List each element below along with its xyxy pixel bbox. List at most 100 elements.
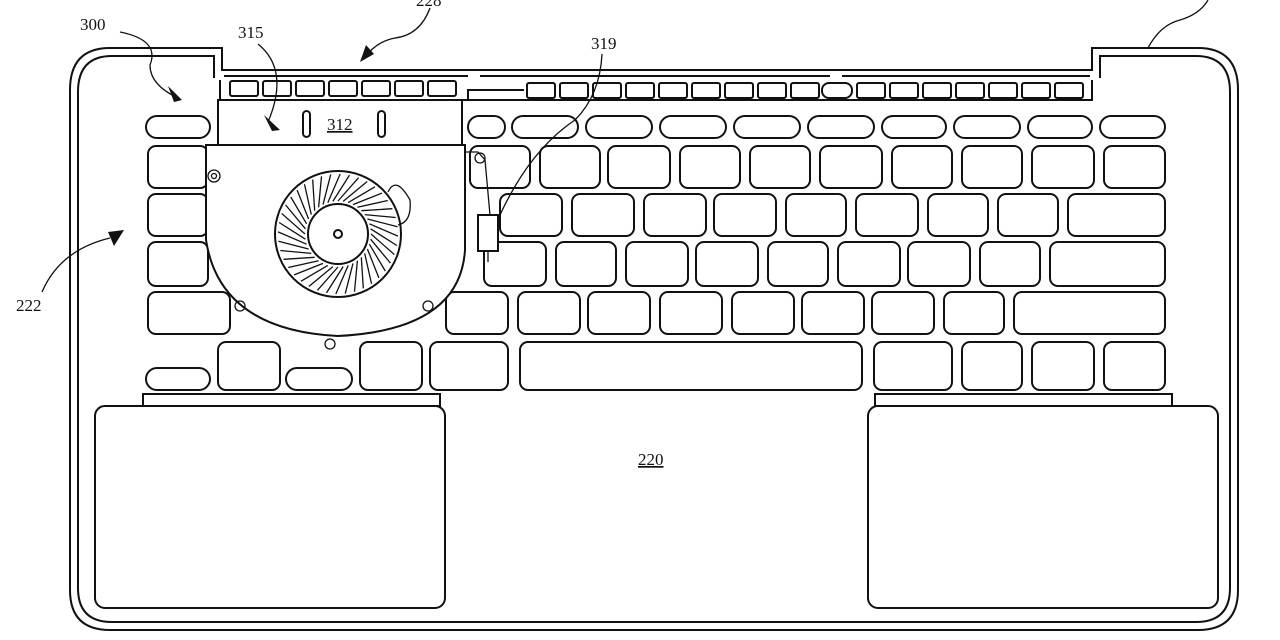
fan-blade [317, 176, 323, 208]
vent-slot [658, 82, 688, 99]
fan-blade [364, 253, 373, 284]
label-228: 228 [416, 0, 442, 10]
fan-hub [307, 203, 369, 265]
keyboard-key [1099, 115, 1166, 139]
vent-slot [821, 82, 853, 99]
fan-blade [325, 266, 344, 294]
screw-icon [474, 152, 486, 164]
keyboard-key [731, 291, 795, 335]
vent-slot [559, 82, 589, 99]
vent-slot [922, 82, 952, 99]
right-palm-pad [867, 405, 1219, 609]
keyboard-key [511, 115, 579, 139]
keyboard-key [961, 145, 1023, 189]
keyboard-key [801, 291, 865, 335]
keyboard-key [881, 115, 947, 139]
fan-blade [278, 240, 309, 250]
keyboard-key [359, 341, 423, 391]
keyboard-key [555, 241, 617, 287]
cable-connector [477, 214, 499, 252]
keyboard-key [679, 145, 741, 189]
fan-hub-center [333, 229, 343, 239]
keyboard-key [659, 115, 727, 139]
keyboard-key [1013, 291, 1166, 335]
fan-blade [370, 238, 391, 264]
label-312: 312 [327, 115, 353, 134]
keyboard-key [1031, 341, 1095, 391]
leader-319 [499, 53, 603, 216]
keyboard-key [873, 341, 953, 391]
keyboard-key [785, 193, 847, 237]
screw-icon [210, 172, 218, 180]
keyboard-key [539, 145, 601, 189]
fan-outlet-bump [387, 184, 411, 226]
fan-blade [277, 231, 307, 245]
fan-blade [342, 181, 368, 202]
keyboard-key [607, 145, 671, 189]
fan-blade [344, 263, 354, 294]
keyboard-key [571, 193, 635, 237]
screw-icon [234, 300, 246, 312]
fan-blade [285, 204, 306, 230]
vent-slot [394, 80, 424, 97]
fan-blade [278, 221, 306, 240]
fan-blade [308, 266, 334, 287]
keyboard-key [695, 241, 759, 287]
label-300: 300 [80, 15, 106, 34]
keyboard-key [467, 115, 506, 139]
fan-body [205, 144, 466, 338]
leader-228 [364, 7, 431, 59]
fan-blade [280, 249, 312, 255]
keyboard-key [1067, 193, 1166, 237]
keyboard-key [519, 341, 863, 391]
vent-slot [295, 80, 325, 97]
keyboard-key [145, 367, 211, 391]
keyboard-key [927, 193, 989, 237]
fan-blade [303, 184, 312, 215]
fan-blade [316, 266, 339, 291]
fan-blade [357, 199, 388, 208]
keyboard-key [943, 291, 1005, 335]
fan-blade [322, 174, 332, 205]
fan-blade [368, 243, 386, 272]
keyboard-key [659, 291, 723, 335]
vent-slot [526, 82, 556, 99]
keyboard-key [1103, 341, 1166, 391]
keyboard-key [285, 367, 353, 391]
keyboard-key [807, 115, 875, 139]
keyboard-key [429, 341, 509, 391]
keyboard-key [907, 241, 971, 287]
keyboard-key [625, 241, 689, 287]
leader-315 [257, 43, 278, 123]
vent-slot [757, 82, 787, 99]
fan-blade [296, 189, 310, 220]
arrow-icon [360, 45, 374, 62]
leader-300 [119, 31, 179, 99]
keyboard-key [147, 241, 209, 287]
keyboard-key [837, 241, 901, 287]
keyboard-key [819, 145, 883, 189]
vent-slot [361, 80, 391, 97]
fan-blade [370, 233, 395, 256]
keyboard-key [585, 115, 653, 139]
fan-blade [293, 262, 324, 276]
arrow-icon [108, 230, 124, 246]
label-315: 315 [238, 23, 264, 42]
vent-slot [1021, 82, 1051, 99]
fan-impeller-outer [274, 170, 402, 298]
keyboard-key [1027, 115, 1093, 139]
fan-blade [352, 192, 383, 206]
vent-slot [790, 82, 820, 99]
keyboard-key [713, 193, 777, 237]
keyboard-key [483, 241, 547, 287]
fan-blade [312, 179, 316, 211]
fan-blade [288, 260, 319, 269]
vent-slot [724, 82, 754, 99]
keyboard-key [749, 145, 811, 189]
fan-blade [360, 257, 364, 289]
fan-blade [283, 256, 315, 260]
left-palm-pad [94, 405, 446, 609]
fan-blade [300, 264, 329, 282]
fan-blade [353, 260, 359, 292]
